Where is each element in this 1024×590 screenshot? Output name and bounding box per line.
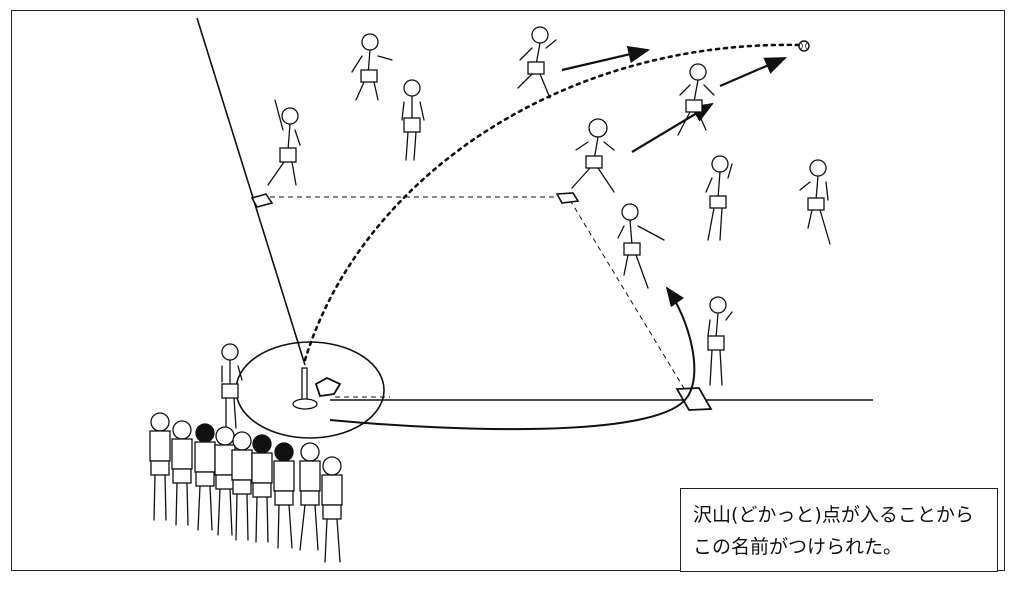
caption-line-1: 沢山(どかっと)点が入ることから — [693, 504, 974, 526]
catcher — [221, 343, 243, 429]
first-baseman — [707, 296, 733, 386]
fielder-third-base — [267, 99, 301, 186]
runner-to-second — [617, 203, 665, 289]
fielder-right-1 — [705, 155, 733, 241]
base-path-2nd-1st — [569, 199, 689, 396]
caption-box: 沢山(どかっと)点が入ることから この名前がつけられた。 — [680, 488, 998, 572]
caption-line-2: この名前がつけられた。 — [693, 536, 903, 558]
fielder-center-1 — [517, 26, 557, 99]
fielder-right-2 — [799, 159, 831, 245]
first-base — [675, 387, 713, 411]
second-base — [555, 192, 580, 204]
illustration-frame — [11, 10, 1005, 571]
waiting-team — [149, 412, 343, 563]
fielder-left-1 — [351, 33, 393, 101]
fielder-left-2 — [401, 79, 425, 161]
fielder-center-3 — [571, 118, 615, 193]
fielder-arrow-1 — [561, 45, 651, 72]
left-foul-line — [196, 17, 306, 366]
third-base — [250, 193, 274, 208]
fielder-center-2 — [677, 63, 715, 136]
ball-trajectory — [303, 43, 802, 362]
ball — [798, 40, 810, 52]
home-plate — [314, 376, 342, 397]
fielder-arrow-2 — [719, 56, 788, 88]
batting-tee — [292, 367, 318, 410]
running-path-arrow — [329, 286, 696, 431]
